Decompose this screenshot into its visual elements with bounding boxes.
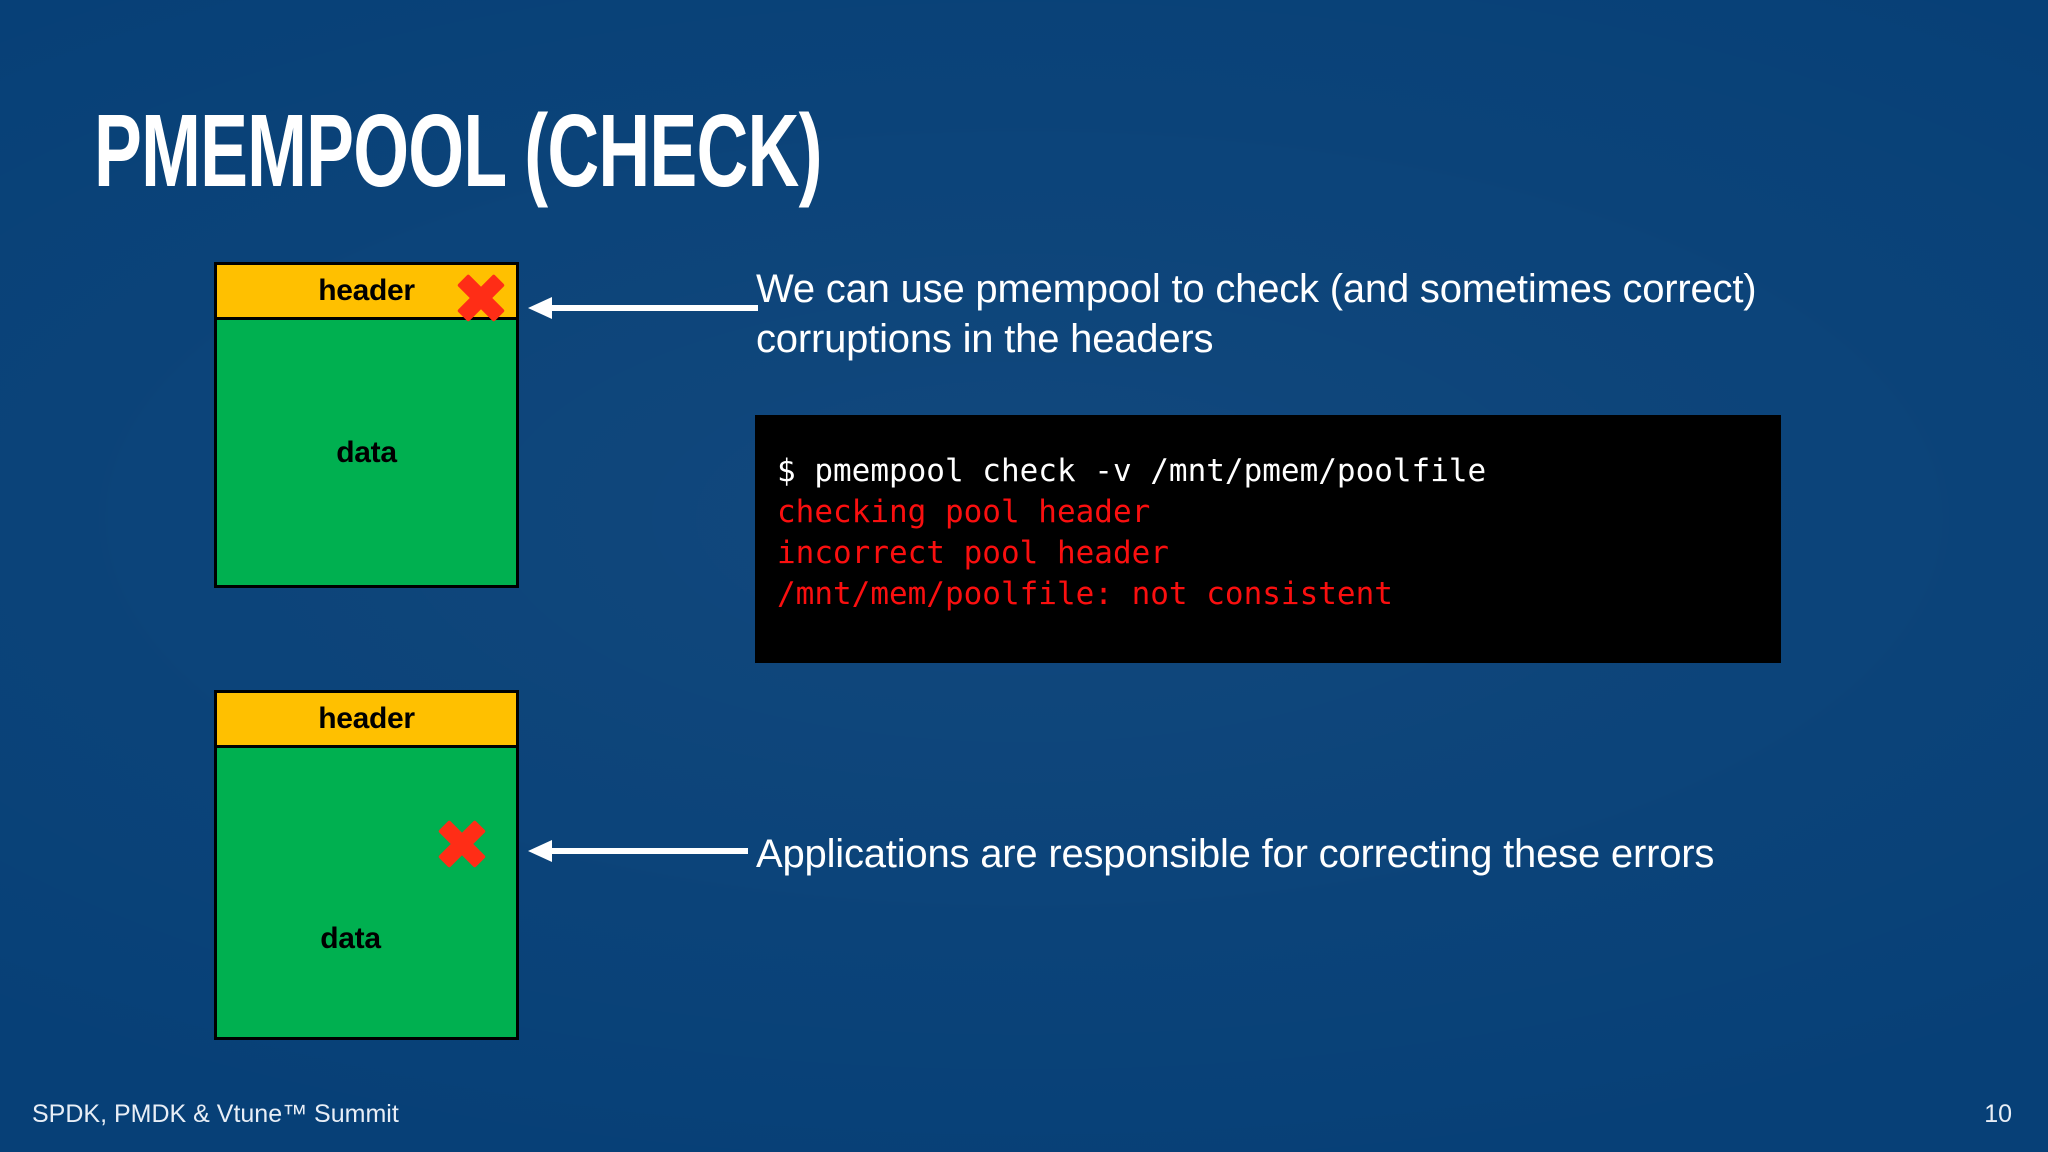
pool-diagram-corrupt-data: header data bbox=[214, 690, 519, 1040]
header-corruption-callout-text: We can use pmempool to check (and someti… bbox=[756, 267, 1757, 361]
pool-header-label: header bbox=[318, 274, 415, 307]
pool-data-label: data bbox=[320, 921, 381, 955]
pool-data-block: data bbox=[214, 320, 519, 588]
page-number: 10 bbox=[1984, 1100, 2012, 1128]
arrow-head bbox=[528, 840, 552, 862]
terminal-line-error-1: checking pool header bbox=[777, 494, 1151, 530]
pool-diagram-corrupt-header: header data bbox=[214, 262, 519, 588]
terminal-line-error-2: incorrect pool header bbox=[777, 535, 1169, 571]
arrow-shaft bbox=[548, 848, 748, 854]
pool-header-block: header bbox=[214, 262, 519, 320]
pool-data-block: data bbox=[214, 748, 519, 1040]
left-arrow-icon-data-callout bbox=[528, 840, 748, 862]
page-title: PMEMPOOL (CHECK) bbox=[94, 94, 823, 209]
arrow-head bbox=[528, 297, 552, 319]
terminal-output: $ pmempool check -v /mnt/pmem/poolfile c… bbox=[755, 415, 1781, 663]
pool-header-block: header bbox=[214, 690, 519, 748]
pool-data-label: data bbox=[336, 435, 397, 469]
data-corruption-callout-text: Applications are responsible for correct… bbox=[756, 832, 1715, 876]
arrow-shaft bbox=[548, 305, 758, 311]
terminal-line-error-3: /mnt/mem/poolfile: not consistent bbox=[777, 576, 1393, 612]
left-arrow-icon-header-callout bbox=[528, 297, 758, 319]
terminal-line-command: $ pmempool check -v /mnt/pmem/poolfile bbox=[777, 453, 1487, 489]
footer-label: SPDK, PMDK & Vtune™ Summit bbox=[32, 1100, 399, 1128]
pool-header-label: header bbox=[318, 702, 415, 735]
